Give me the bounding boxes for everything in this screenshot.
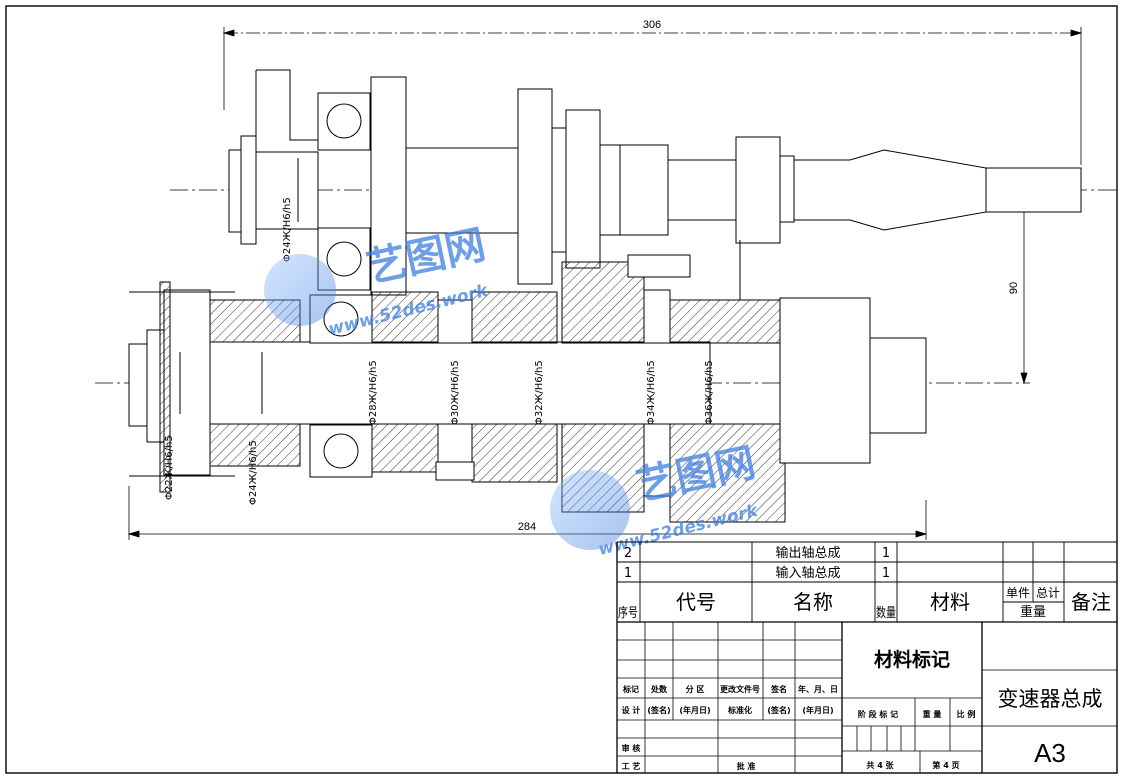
dimension-90-text: 90 [1008,282,1020,294]
output-shaft-assembly [128,158,927,523]
standardize-sign: (签名) [767,705,790,715]
change-date: 年、月、日 [798,684,838,694]
fit-label-34: Φ34Ж/H6/h5 [646,360,657,425]
dimension-284 [127,486,928,540]
standardize-label: 标准化 [727,705,752,715]
bom-header-qty: 数量 [876,606,896,621]
change-zone: 分 区 [686,684,705,694]
title-sheet-size: A3 [1034,738,1066,768]
bom-rows: 2 输出轴总成 1 1 输入轴总成 1 [624,545,890,581]
bom-header-weight: 重量 [1020,604,1046,620]
dimension-306-text: 306 [643,19,661,31]
dimension-284-text: 284 [518,521,536,533]
bom-table [616,541,1117,773]
title-material-mark: 材料标记 [874,648,950,671]
fit-label-lower-2: Φ24Ж/H6/h5 [248,440,259,505]
bom-header-no: 序号 [618,606,638,621]
process-label: 工 艺 [622,761,641,771]
bom-header-total: 总计 [1036,586,1060,600]
bom-header: 序号 代号 名称 数量 材料 单件 总计 重量 备注 [618,586,1111,621]
bom-row-2-no: 2 [624,546,632,561]
input-shaft-assembly [228,69,1082,330]
bom-row-1-no: 1 [624,566,632,581]
bom-header-code: 代号 [676,590,716,614]
dimension-90 [1020,188,1028,385]
sheet-border [5,5,1118,774]
bom-row-1-qty: 1 [882,566,890,581]
fit-label-upper: Φ24Ж/H6/h5 [282,197,293,262]
bom-row-1-name: 输入轴总成 [775,565,840,581]
bom-row-2-name: 输出轴总成 [775,545,840,561]
design-sign: (签名) [647,705,670,715]
title-block-grid [617,622,1117,773]
fit-label-36: Φ36Ж/H6/h5 [704,360,715,425]
fit-label-32: Φ32Ж/H6/h5 [534,360,545,425]
bom-header-unit: 单件 [1006,586,1030,600]
stage-mark-label: 阶 段 标 记 [858,709,898,719]
change-mark: 标记 [622,684,639,694]
design-label: 设 计 [622,705,641,715]
fit-label-30: Φ30Ж/H6/h5 [450,360,461,425]
standardize-date: (年月日) [802,705,833,715]
title-drawing-name: 变速器总成 [998,687,1103,711]
bom-header-name: 名称 [793,590,833,614]
sheet-number: 第 4 页 [932,760,959,770]
fit-label-lower-1: Φ22Ж/H6/h5 [164,435,175,500]
approve-label: 批 准 [737,761,756,771]
fit-label-28: Φ28Ж/H6/h5 [368,360,379,425]
review-label: 审 核 [622,743,641,753]
sheets-total: 共 4 张 [866,760,894,770]
bom-header-note: 备注 [1071,590,1111,614]
dimension-306 [222,27,1083,165]
change-file-no: 更改文件号 [720,684,760,694]
bom-row-2-qty: 1 [882,546,890,561]
design-date: (年月日) [679,705,710,715]
weight-label: 重 量 [923,709,942,719]
change-sign: 签名 [770,684,787,694]
change-count: 处数 [650,684,668,694]
bom-header-material: 材料 [930,590,970,614]
scale-label: 比 例 [957,709,976,719]
